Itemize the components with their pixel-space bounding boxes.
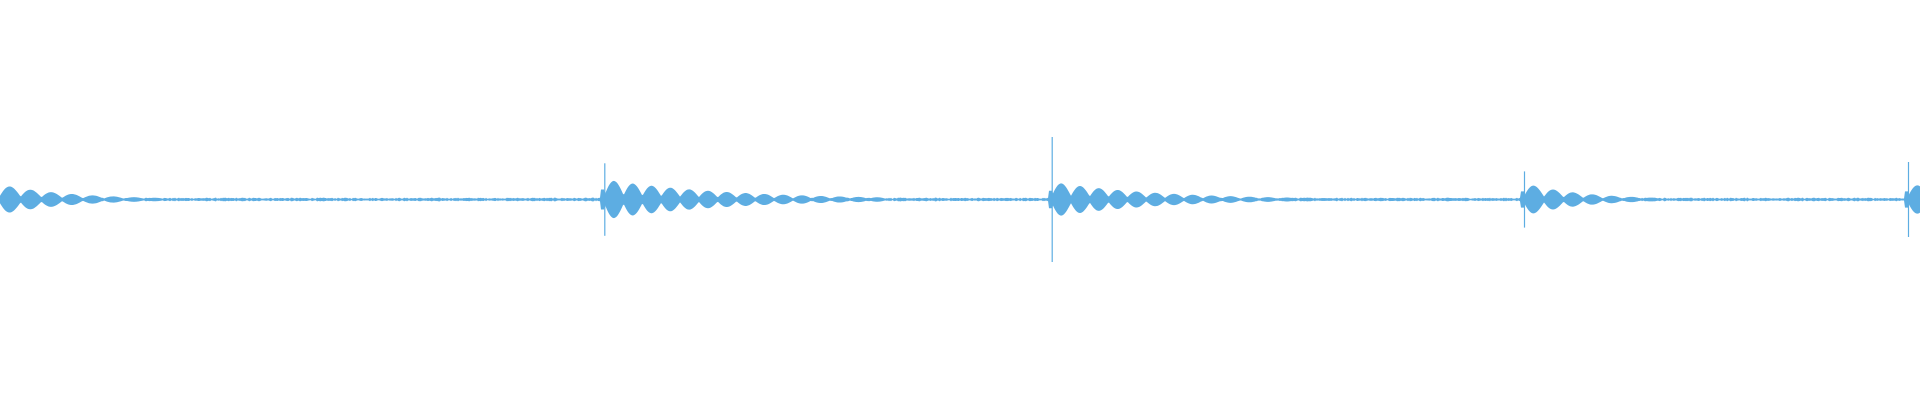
waveform-envelope <box>0 180 1920 219</box>
transient-spikes <box>604 137 1910 262</box>
